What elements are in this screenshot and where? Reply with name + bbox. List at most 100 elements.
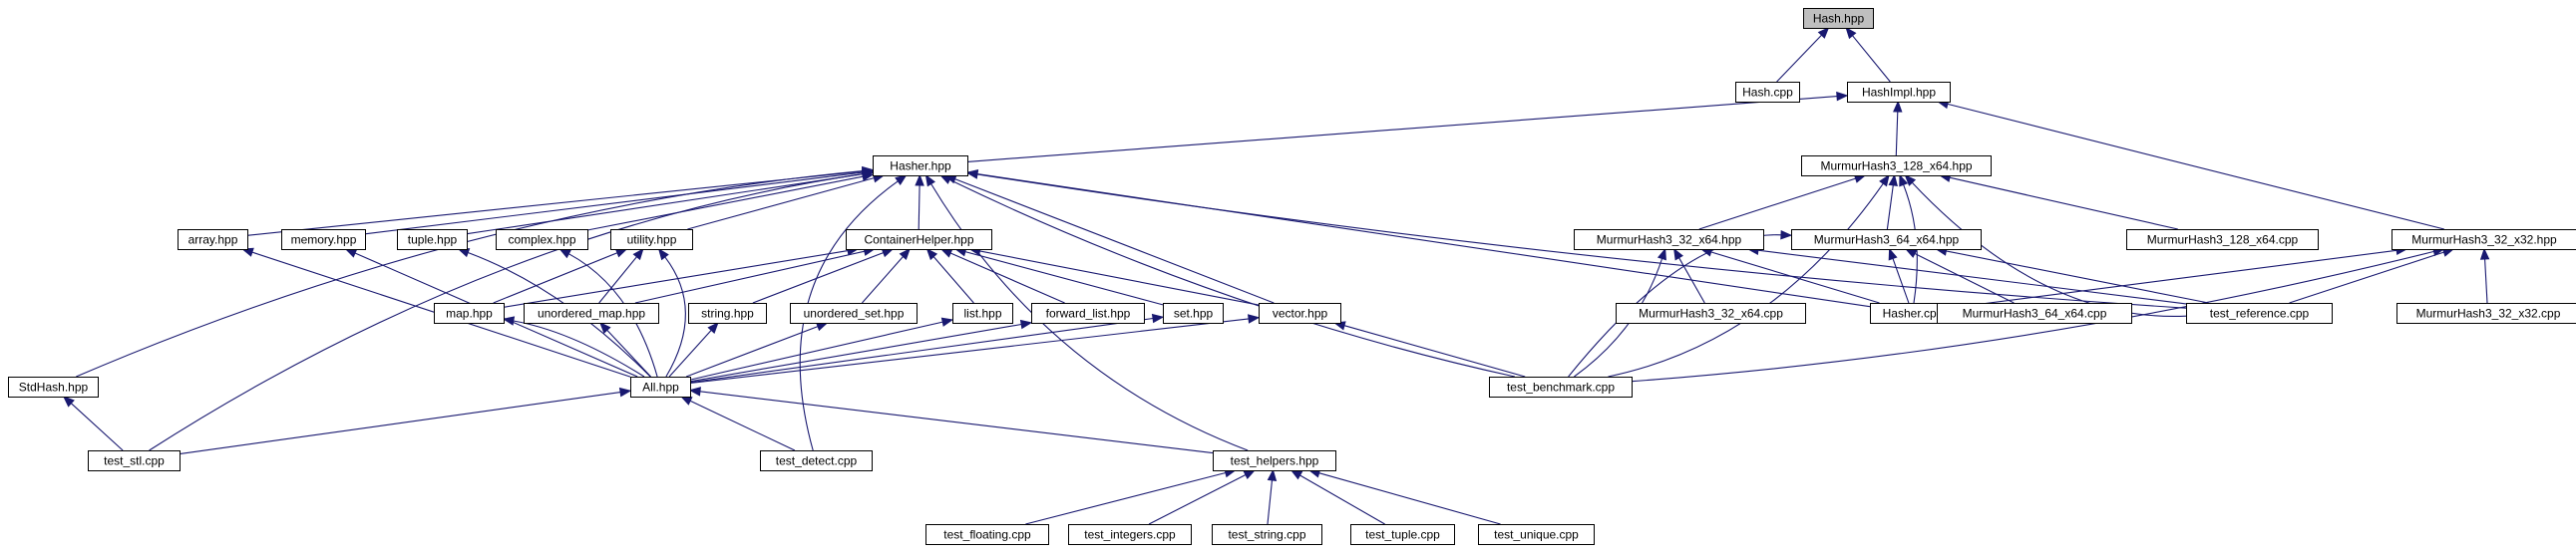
node-test-string-cpp[interactable]: test_string.cpp	[1212, 524, 1322, 545]
node-memory-hpp[interactable]: memory.hpp	[281, 229, 366, 250]
node-mm128-hpp[interactable]: MurmurHash3_128_x64.hpp	[1801, 155, 1992, 176]
edge-arrowhead	[1904, 174, 1917, 186]
edge-line	[689, 317, 1154, 384]
node-mm32x32-cpp[interactable]: MurmurHash3_32_x32.cpp	[2396, 303, 2576, 324]
edge-arrowhead	[1267, 468, 1278, 481]
node-test-floating-cpp[interactable]: test_floating.cpp	[925, 524, 1049, 545]
node-box	[1801, 155, 1992, 176]
node-mm128-cpp[interactable]: MurmurHash3_128_x64.cpp	[2126, 229, 2319, 250]
edge-mm32x32-cpp-to-mm32x32-hpp	[2479, 247, 2490, 304]
edge-line	[634, 250, 866, 304]
node-unordered-set-hpp[interactable]: unordered_set.hpp	[790, 303, 918, 324]
node-label: test_floating.cpp	[943, 528, 1031, 542]
node-test-integers-cpp[interactable]: test_integers.cpp	[1068, 524, 1192, 545]
node-label: StdHash.hpp	[19, 381, 89, 395]
edge-arrowhead	[1817, 27, 1830, 39]
node-containerhelper-hpp[interactable]: ContainerHelper.hpp	[846, 229, 992, 250]
node-tuple-hpp[interactable]: tuple.hpp	[397, 229, 468, 250]
edge-line	[149, 173, 864, 451]
node-forward-list-hpp[interactable]: forward_list.hpp	[1031, 303, 1145, 324]
node-mm32x32-hpp[interactable]: MurmurHash3_32_x32.hpp	[2392, 229, 2576, 250]
node-box	[760, 450, 873, 471]
node-box	[434, 303, 505, 324]
node-test-unique-cpp[interactable]: test_unique.cpp	[1478, 524, 1595, 545]
node-label: memory.hpp	[291, 233, 357, 247]
node-utility-hpp[interactable]: utility.hpp	[610, 229, 693, 250]
edge-all-hpp-to-vector-hpp	[689, 314, 1261, 385]
node-box	[1489, 377, 1633, 398]
edge-all-hpp-to-list-hpp	[689, 317, 954, 381]
node-label: test_string.cpp	[1228, 528, 1305, 542]
node-list-hpp[interactable]: list.hpp	[952, 303, 1013, 324]
edge-all-hpp-to-unordered-map-hpp	[598, 322, 652, 378]
node-label: MurmurHash3_32_x32.cpp	[2416, 307, 2561, 321]
edge-line	[1267, 479, 1274, 525]
node-test-reference-cpp[interactable]: test_reference.cpp	[2186, 303, 2333, 324]
node-hasher-hpp[interactable]: Hasher.hpp	[873, 155, 968, 176]
node-box	[88, 450, 181, 471]
node-test-benchmark-cpp[interactable]: test_benchmark.cpp	[1489, 377, 1633, 398]
node-test-stl-cpp[interactable]: test_stl.cpp	[88, 450, 181, 471]
edge-arrowhead	[1888, 247, 1898, 261]
edge-line	[179, 392, 621, 455]
node-label: Hash.hpp	[1813, 12, 1865, 26]
edge-line	[1911, 181, 2187, 317]
node-box	[2396, 303, 2576, 324]
edge-test-stl-cpp-to-all-hpp	[179, 387, 632, 455]
edge-all-hpp-to-utility-hpp	[657, 247, 686, 378]
edge-line	[664, 256, 686, 378]
edge-line	[2289, 251, 2444, 304]
node-label: tuple.hpp	[408, 233, 458, 247]
node-box	[1803, 8, 1874, 29]
node-label: unordered_map.hpp	[538, 307, 645, 321]
edge-line	[364, 171, 864, 235]
edge-arrowhead	[965, 169, 979, 179]
edge-arrowhead	[1248, 314, 1261, 324]
node-unordered-map-hpp[interactable]: unordered_map.hpp	[524, 303, 659, 324]
node-all-hpp[interactable]: All.hpp	[630, 377, 691, 398]
edge-line	[1574, 258, 1663, 378]
node-mm32x64-hpp[interactable]: MurmurHash3_32_x64.hpp	[1574, 229, 1764, 250]
node-hashimpl-hpp[interactable]: HashImpl.hpp	[1847, 82, 1951, 103]
edge-line	[2484, 258, 2488, 304]
edge-line	[799, 180, 899, 451]
edge-test-string-cpp-to-test-helpers-hpp	[1267, 468, 1278, 525]
node-complex-hpp[interactable]: complex.hpp	[496, 229, 588, 250]
edge-test-stl-cpp-to-hasher-hpp	[149, 168, 875, 451]
node-box	[1259, 303, 1341, 324]
edge-arrowhead	[1893, 100, 1903, 113]
edge-line	[1895, 111, 1899, 156]
edge-containerhelper-hpp-to-hasher-hpp	[915, 173, 924, 230]
node-test-detect-cpp[interactable]: test_detect.cpp	[760, 450, 873, 471]
node-hasher-cpp[interactable]: Hasher.cpp	[1870, 303, 1956, 324]
edge-unordered-map-hpp-to-utility-hpp	[598, 247, 644, 304]
edge-arrowhead	[1888, 173, 1898, 186]
node-stdhash-hpp[interactable]: StdHash.hpp	[8, 377, 99, 398]
node-box	[1031, 303, 1145, 324]
edge-test-detect-cpp-to-all-hpp	[679, 396, 796, 451]
edge-arrowhead	[924, 173, 935, 187]
node-box	[1350, 524, 1455, 545]
edge-line	[1946, 250, 2209, 304]
node-string-hpp[interactable]: string.hpp	[688, 303, 767, 324]
node-box	[281, 229, 366, 250]
node-label: MurmurHash3_32_x32.hpp	[2411, 233, 2557, 247]
node-mm64-hpp[interactable]: MurmurHash3_64_x64.hpp	[1791, 229, 1982, 250]
edge-all-hpp-to-forward-list-hpp	[689, 319, 1033, 383]
node-mm64-cpp[interactable]: MurmurHash3_64_x64.cpp	[1937, 303, 2132, 324]
node-hash-cpp[interactable]: Hash.cpp	[1735, 82, 1800, 103]
node-test-helpers-hpp[interactable]: test_helpers.hpp	[1213, 450, 1336, 471]
node-set-hpp[interactable]: set.hpp	[1163, 303, 1224, 324]
node-vector-hpp[interactable]: vector.hpp	[1259, 303, 1341, 324]
node-mm32x64-cpp[interactable]: MurmurHash3_32_x64.cpp	[1616, 303, 1806, 324]
node-label: Hasher.hpp	[890, 159, 951, 173]
edge-arrowhead	[707, 322, 719, 334]
node-test-tuple-cpp[interactable]: test_tuple.cpp	[1350, 524, 1455, 545]
node-map-hpp[interactable]: map.hpp	[434, 303, 505, 324]
node-array-hpp[interactable]: array.hpp	[178, 229, 248, 250]
edge-arrowhead	[895, 174, 908, 185]
node-box	[1478, 524, 1595, 545]
node-box	[524, 303, 659, 324]
node-box	[496, 229, 588, 250]
